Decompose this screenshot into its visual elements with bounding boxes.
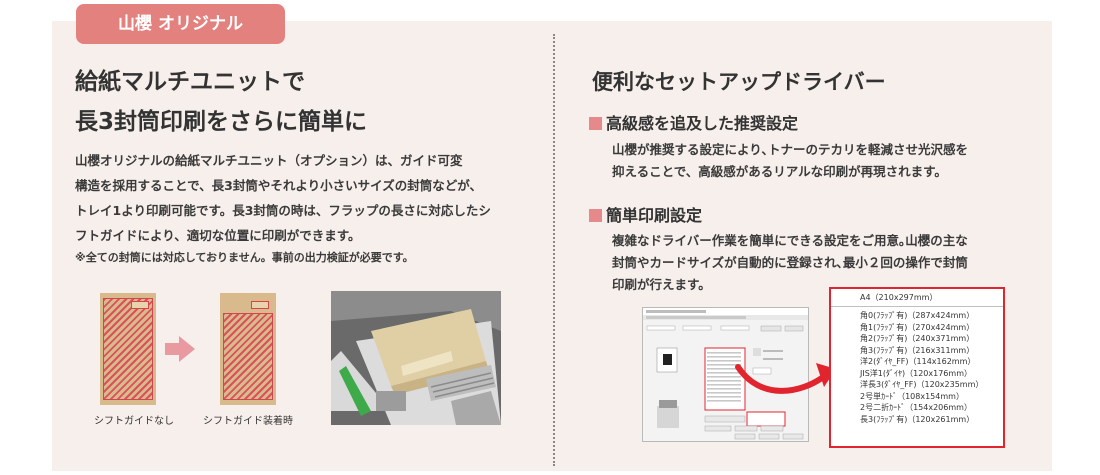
paper-size-option[interactable]: 角0(ﾌﾗｯﾌﾟ有)（287x424mm） (860, 311, 975, 320)
paper-size-option[interactable]: 洋2(ﾀﾞｲﾔ_FF)（114x162mm） (860, 357, 976, 366)
paper-size-option[interactable]: 洋長3(ﾀﾞｲﾔ_FF)（120x235mm） (860, 380, 984, 389)
paper-size-option[interactable]: 角2(ﾌﾗｯﾌﾟ有)（240x371mm） (860, 334, 975, 343)
left-heading-line-1: 給紙マルチユニットで (75, 69, 305, 95)
paper-size-list[interactable]: A4（210x297mm） 角0(ﾌﾗｯﾌﾟ有)（287x424mm） 角1(ﾌ… (829, 287, 1005, 448)
right-arrow-icon (165, 336, 195, 362)
caption-without-guide: シフトガイドなし (94, 416, 174, 427)
square-bullet-icon (589, 209, 602, 222)
section-premium-line: 抑えることで、高級感があるリアルな印刷が再現されます。 (612, 164, 947, 179)
paper-size-selected[interactable]: A4（210x297mm） (831, 289, 1003, 307)
printer-tray-photo (331, 291, 501, 425)
left-heading-line-2: 長3封筒印刷をさらに簡単に (75, 109, 368, 135)
left-description-line: 山櫻オリジナルの給紙マルチユニット（オプション）は、ガイド可変 (75, 153, 463, 168)
original-tag: 山櫻 オリジナル (76, 4, 285, 44)
print-area (223, 313, 273, 400)
section-easy-line: 複雑なドライバー作業を簡単にできる設定をご用意｡山櫻の主な (612, 233, 968, 248)
section-premium-body: 山櫻が推奨する設定により､トナーのテカリを軽減させ光沢感を 抑えることで、高級感… (612, 139, 968, 183)
square-bullet-icon (589, 117, 602, 130)
left-description-line: 構造を採用することで、長3封筒やそれより小さいサイズの封筒などが、 (75, 178, 482, 193)
left-heading: 給紙マルチユニットで 長3封筒印刷をさらに簡単に (75, 62, 525, 142)
section-premium-line: 山櫻が推奨する設定により､トナーのテカリを軽減させ光沢感を (612, 142, 969, 157)
left-description: 山櫻オリジナルの給紙マルチユニット（オプション）は、ガイド可変 構造を採用するこ… (75, 148, 530, 248)
right-heading: 便利なセットアップドライバー (592, 70, 886, 94)
section-easy-line: 封筒やカードサイズが自動的に登録され､最小２回の操作で封筒 (612, 255, 968, 270)
paper-size-option[interactable]: 長3(ﾌﾗｯﾌﾟ有)（120x261mm） (860, 414, 975, 424)
paper-size-option[interactable]: 2号単ｶｰﾄﾞ（108x154mm） (860, 391, 964, 401)
section-easy-line: 印刷が行えます。 (612, 277, 711, 292)
print-area (103, 298, 153, 400)
section-easy-title: 簡単印刷設定 (589, 202, 702, 226)
curved-arrow-icon (735, 363, 836, 394)
stamp-box (251, 301, 269, 309)
driver-dialog-screenshot (642, 307, 809, 442)
section-premium-title: 高級感を追及した推奨設定 (589, 110, 798, 134)
disclaimer-note: ※全ての封筒には対応しておりません。事前の出力検証が必要です。 (75, 251, 414, 264)
envelope-with-guide (220, 293, 276, 405)
section-easy-body: 複雑なドライバー作業を簡単にできる設定をご用意｡山櫻の主な 封筒やカードサイズが… (612, 230, 968, 296)
paper-size-option[interactable]: 角1(ﾌﾗｯﾌﾟ有)（270x424mm） (860, 322, 975, 332)
paper-size-option[interactable]: 2号二折ｶｰﾄﾞ（154x206mm） (860, 403, 972, 412)
left-description-line: フトガイドにより、適切な位置に印刷ができます。 (75, 228, 361, 243)
paper-size-option[interactable]: 角3(ﾌﾗｯﾌﾟ有)（216x311mm） (860, 345, 975, 355)
stamp-box (131, 301, 149, 309)
envelope-without-guide (100, 293, 156, 405)
left-description-line: トレイ1より印刷可能です。長3封筒の時は、フラップの長さに対応したシ (75, 203, 491, 218)
caption-with-guide: シフトガイド装着時 (203, 416, 293, 427)
paper-size-option[interactable]: JIS洋1(ﾀﾞｲﾔ)（120x176mm） (860, 368, 972, 378)
dotted-divider (553, 34, 555, 466)
